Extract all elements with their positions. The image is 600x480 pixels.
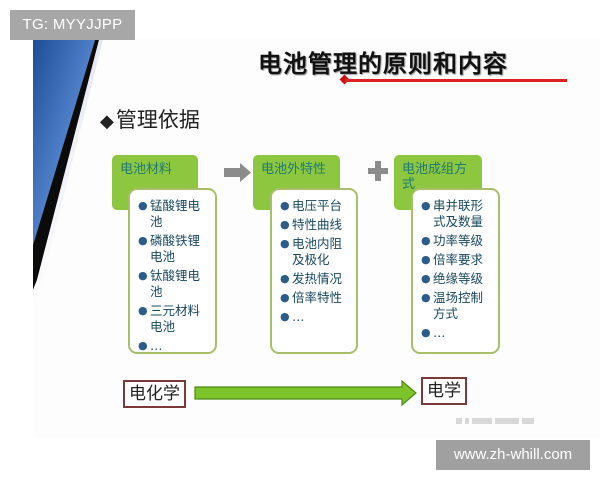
list-item: ●钛酸锂电池 (138, 268, 201, 299)
diamond-bullet-icon: ◆ (100, 111, 114, 132)
bullet-dot-icon: ● (138, 234, 148, 247)
page-title: 电池管理的原则和内容 (258, 50, 508, 78)
bullet-dot-icon: ● (421, 272, 431, 285)
list-item: ●绝缘等级 (421, 271, 484, 286)
bullet-dot-icon: ● (138, 339, 148, 352)
bullet-dot-icon: ● (280, 218, 290, 231)
blurred-caption (456, 409, 548, 424)
list-item: ●电压平台 (280, 198, 343, 213)
list-item: ●倍率要求 (421, 252, 484, 267)
list-battery-material: ●锰酸锂电池 ●磷酸铁锂电池 ●钛酸锂电池 ●三元材料电池 ●… (128, 188, 217, 354)
section-heading: ◆管理依据 (100, 104, 200, 134)
column-header-label: 电池外特性 (261, 162, 327, 177)
list-item: ●发热情况 (280, 271, 343, 286)
list-item: ●电池内阻及极化 (280, 236, 343, 267)
bullet-dot-icon: ● (421, 253, 431, 266)
list-item: ●磷酸铁锂电池 (138, 233, 201, 264)
title-underline (345, 79, 567, 82)
column-header-label: 电池成组方式 (402, 162, 468, 192)
list-battery-grouping-method: ●串并联形式及数量 ●功率等级 ●倍率要求 ●绝缘等级 ●温场控制方式 ●… (411, 188, 500, 354)
list-item: ●… (138, 338, 163, 353)
list-battery-external-characteristics: ●电压平台 ●特性曲线 ●电池内阻及极化 ●发热情况 ●倍率特性 ●… (270, 188, 358, 354)
list-item: ●功率等级 (421, 233, 484, 248)
blue-decorative-strip (33, 40, 103, 310)
column-header-label: 电池材料 (120, 162, 173, 177)
bullet-dot-icon: ● (138, 269, 148, 282)
flow-from-box: 电化学 (123, 380, 186, 408)
list-item: ●… (280, 309, 305, 324)
bullet-dot-icon: ● (280, 272, 290, 285)
list-item: ●特性曲线 (280, 217, 343, 232)
section-heading-text: 管理依据 (115, 108, 200, 132)
watermark-bottom-badge: www.zh-whill.com (436, 440, 590, 470)
flow-arrow-icon (194, 380, 417, 406)
bullet-dot-icon: ● (421, 326, 431, 339)
list-item: ●倍率特性 (280, 290, 343, 305)
bullet-dot-icon: ● (280, 199, 290, 212)
flow-to-box: 电学 (421, 377, 467, 405)
bullet-dot-icon: ● (421, 291, 431, 304)
plus-icon (368, 161, 388, 181)
bullet-dot-icon: ● (280, 310, 290, 323)
arrow-right-icon (224, 163, 251, 182)
bullet-dot-icon: ● (138, 304, 148, 317)
list-item: ●锰酸锂电池 (138, 198, 201, 229)
list-item: ●三元材料电池 (138, 303, 201, 334)
watermark-top-badge: TG: MYYJJPP (10, 10, 135, 40)
bullet-dot-icon: ● (421, 199, 431, 212)
bullet-dot-icon: ● (280, 291, 290, 304)
list-item: ●… (421, 325, 446, 340)
bullet-dot-icon: ● (280, 237, 290, 250)
bullet-dot-icon: ● (138, 199, 148, 212)
bullet-dot-icon: ● (421, 234, 431, 247)
list-item: ●串并联形式及数量 (421, 198, 484, 229)
list-item: ●温场控制方式 (421, 290, 484, 321)
